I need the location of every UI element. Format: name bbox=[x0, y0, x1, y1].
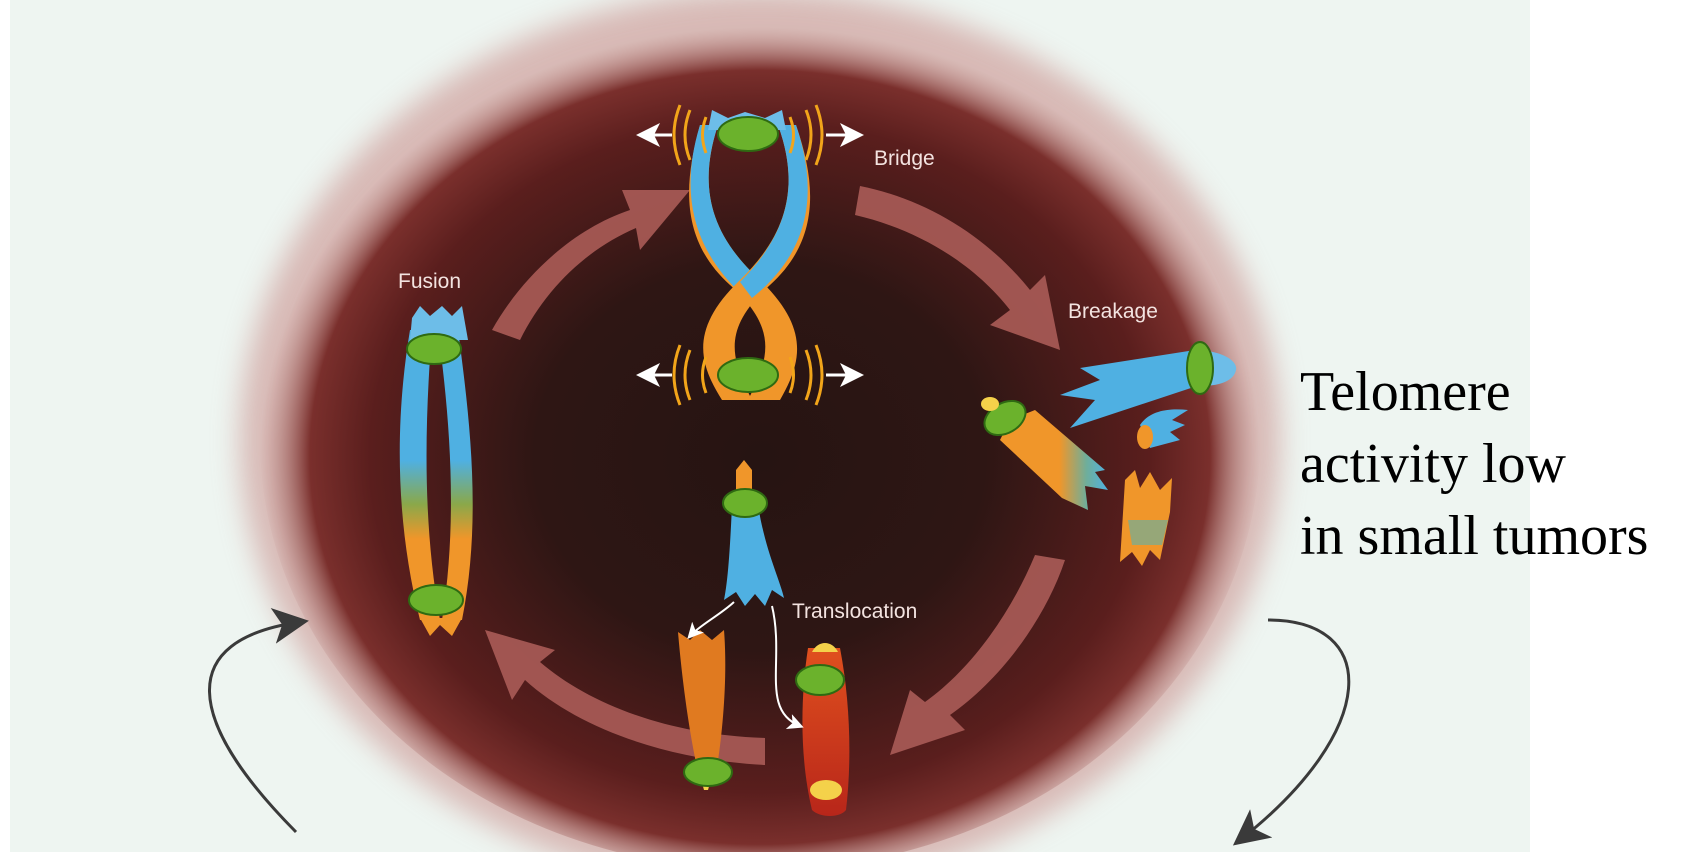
translocation-left-centromere bbox=[684, 758, 732, 786]
label-breakage: Breakage bbox=[1068, 300, 1158, 323]
fusion-top-centromere bbox=[407, 334, 461, 364]
bridge-top-centromere bbox=[718, 117, 778, 151]
caption-line-2: activity low bbox=[1300, 428, 1648, 500]
caption-line-3: in small tumors bbox=[1300, 500, 1648, 572]
fusion-bottom-centromere bbox=[409, 585, 463, 615]
label-bridge: Bridge bbox=[874, 147, 935, 170]
label-fusion: Fusion bbox=[398, 270, 461, 293]
label-translocation: Translocation bbox=[792, 600, 917, 623]
translocation-top-centromere bbox=[723, 489, 767, 517]
translocation-right-centromere bbox=[796, 665, 844, 695]
bridge-bottom-centromere bbox=[718, 358, 778, 392]
caption-line-1: Telomere bbox=[1300, 356, 1648, 428]
breakage-top-centromere bbox=[1187, 342, 1213, 394]
telomere-caption: Telomere activity low in small tumors bbox=[1300, 356, 1648, 572]
